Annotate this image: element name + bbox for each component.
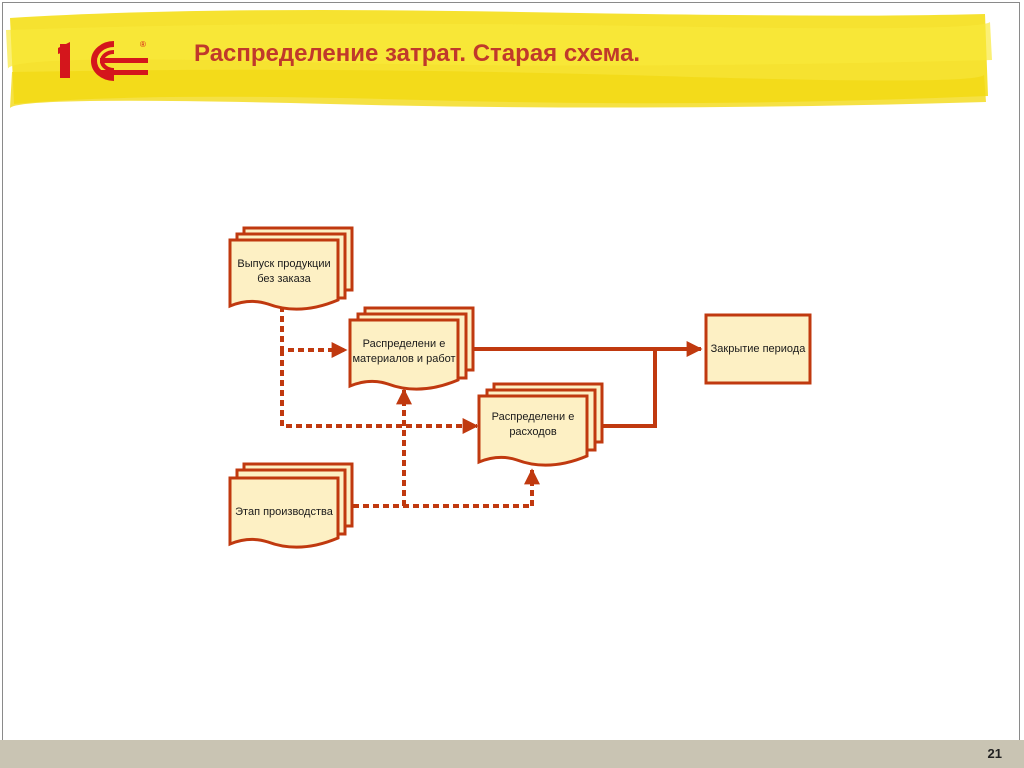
node-materials-document: [348, 306, 475, 391]
connector-release-to-materials: [280, 306, 348, 358]
footer-bar: 21: [0, 740, 1024, 768]
node-label-stage: Этап производства: [235, 505, 333, 518]
node-expenses-document: [477, 382, 604, 467]
node-label-release: Выпуск продукции без заказа: [237, 258, 331, 285]
connector-release-to-expenses: [280, 350, 479, 434]
connector-expenses-to-closing: [601, 349, 657, 428]
node-closing-box: [704, 313, 812, 385]
node-label-expenses: Распределени е расходов: [491, 411, 575, 438]
node-label-materials: Распределени е материалов и работ: [352, 338, 456, 365]
connectors: [280, 306, 703, 508]
title-highlighter-band: [6, 10, 992, 108]
node-stage-document: [228, 462, 354, 549]
slide-title: Распределение затрат. Старая схема.: [194, 40, 641, 67]
1c-logo: ®: [58, 40, 148, 81]
page-number: 21: [987, 746, 1002, 761]
registered-mark: ®: [140, 40, 146, 49]
node-release-document: [228, 226, 354, 311]
node-label-closing: Закрытие периода: [710, 342, 806, 355]
